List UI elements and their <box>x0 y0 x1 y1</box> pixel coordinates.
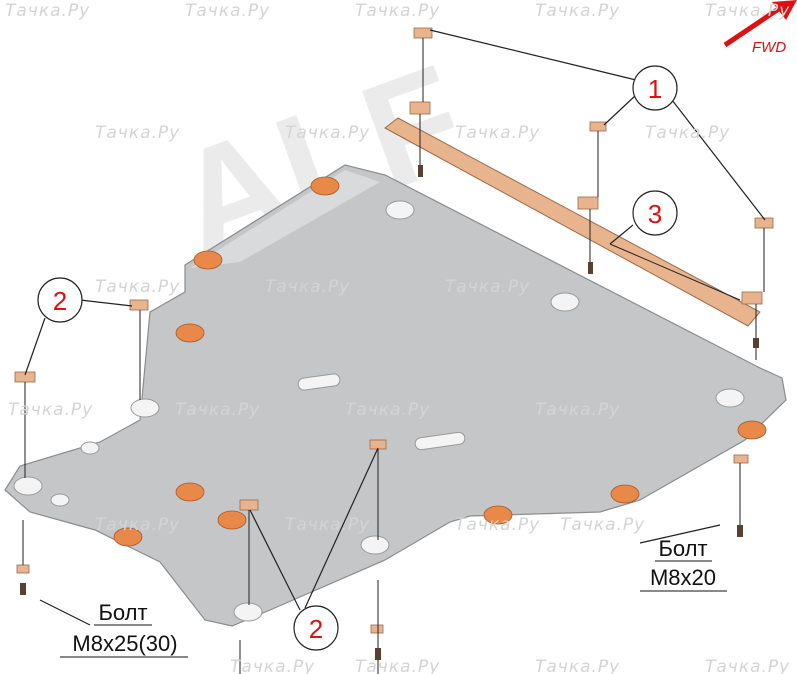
watermark-text: Тачка.Ру <box>285 123 370 143</box>
skid-plate <box>4 164 787 627</box>
callout-number: 2 <box>309 614 323 644</box>
callout-1: 1 <box>632 65 678 111</box>
watermark-text: Тачка.Ру <box>455 515 540 535</box>
bolt-size: M8x25(30) <box>72 631 177 656</box>
watermark-text: Тачка.Ру <box>560 515 645 535</box>
callout-3: 3 <box>632 190 678 236</box>
watermark-text: Тачка.Ру <box>95 123 180 143</box>
watermark-text: Тачка.Ру <box>265 277 350 297</box>
callout-number: 1 <box>648 74 662 104</box>
watermark-text: Тачка.Ру <box>455 123 540 143</box>
watermark-text: Тачка.Ру <box>445 277 530 297</box>
bolt-label-left: Болт M8x25(30) <box>60 600 188 658</box>
watermark-text: Тачка.Ру <box>535 657 620 674</box>
watermark-text: Тачка.Ру <box>230 657 315 674</box>
cross-bracket <box>384 117 761 327</box>
watermark-text: Тачка.Ру <box>705 657 790 674</box>
plate-holes <box>13 200 745 622</box>
leader-lines <box>24 29 766 626</box>
watermark-text: Тачка.Ру <box>645 123 730 143</box>
watermark-text: Тачка.Ру <box>95 515 180 535</box>
bolts <box>20 165 759 660</box>
alf-pads <box>113 176 767 547</box>
plate-flange <box>190 170 380 268</box>
bolt-label-right: Болт M8x20 <box>640 536 727 592</box>
watermark-text: Тачка.Ру <box>5 1 90 21</box>
watermark-text: Тачка.Ру <box>95 277 180 297</box>
watermark-text: Тачка.Ру <box>8 400 93 420</box>
watermark-text: Тачка.Ру <box>345 400 430 420</box>
bolt-title: Болт <box>98 600 147 625</box>
watermark-text: Тачка.Ру <box>185 1 270 21</box>
bolt-title: Болт <box>658 536 707 561</box>
fwd-label: FWD <box>752 39 786 56</box>
watermark-text: Тачка.Ру <box>175 400 260 420</box>
callout-2-bottom: 2 <box>293 605 339 651</box>
callout-number: 2 <box>53 286 67 316</box>
mount-tabs <box>14 27 774 634</box>
bolt-axes <box>22 38 765 674</box>
callout-number: 3 <box>648 199 662 229</box>
watermark-text: Тачка.Ру <box>535 400 620 420</box>
arrow-head-icon <box>772 0 797 20</box>
watermark-text: Тачка.Ру <box>355 1 440 21</box>
watermark-text: Тачка.Ру <box>285 515 370 535</box>
watermark-text: Тачка.Ру <box>355 657 440 674</box>
watermark-text: Тачка.Ру <box>705 1 790 21</box>
forward-direction-arrow: FWD <box>723 0 797 56</box>
bolt-size: M8x20 <box>650 565 716 590</box>
callout-2-left: 2 <box>37 277 83 323</box>
watermark-text: Тачка.Ру <box>535 1 620 21</box>
